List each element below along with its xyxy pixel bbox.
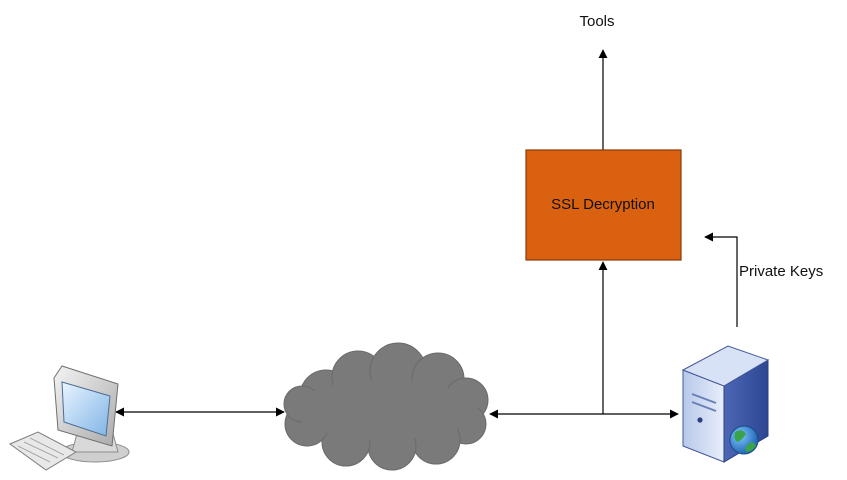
- private-keys-link: [704, 232, 738, 327]
- ssl-decryption-label: SSL Decryption: [551, 196, 655, 213]
- web-server-icon: [681, 345, 770, 463]
- connections: [115, 49, 738, 419]
- cloud-icon: [283, 342, 489, 471]
- globe-icon: [729, 425, 759, 455]
- ssl-decryption-box: SSL Decryption: [525, 149, 682, 261]
- private-keys-label: Private Keys: [739, 263, 823, 280]
- tools-label: Tools: [579, 13, 614, 30]
- desktop-computer-icon: [8, 365, 130, 471]
